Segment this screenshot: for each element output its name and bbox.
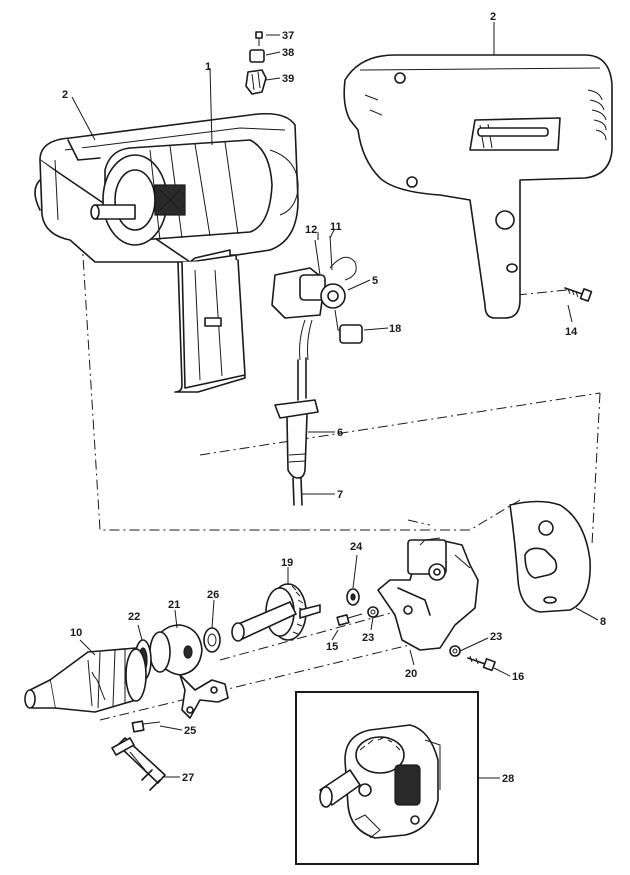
part-label: 38 [282,47,294,59]
part-label: 27 [182,772,194,784]
chuck-10 [24,647,147,713]
spindle-housing-21 [149,624,229,719]
part-label: 15 [326,641,338,653]
part-label: 10 [70,627,82,639]
part-labels: 37 38 39 2 1 2 12 11 5 18 14 6 7 19 24 8… [62,11,606,785]
screw-25 [131,720,161,733]
right-housing-assembly [343,54,613,319]
plate-8 [509,500,591,613]
part-label: 12 [305,224,317,236]
chuck-key-27 [111,737,166,791]
gear-case-20 [377,537,479,651]
assembly-guide-lines [81,239,601,721]
part-label: 2 [490,11,496,23]
part-label: 22 [128,611,140,623]
part-label: 21 [168,599,180,611]
part-label: 24 [350,541,363,553]
part-label: 23 [362,632,374,644]
part-label: 26 [207,589,219,601]
part-label: 8 [600,616,606,628]
part-label: 14 [565,326,578,338]
part-label: 23 [490,631,502,643]
part-label: 16 [512,671,524,683]
part-label: 20 [405,668,417,680]
brush-parts [245,31,267,95]
part-label: 39 [282,73,294,85]
washer-26 [203,627,221,653]
small-hardware [336,588,496,672]
part-label: 28 [502,773,514,785]
part-label: 25 [184,725,196,737]
part-label: 2 [62,89,68,101]
leader-lines [71,22,599,779]
gear-assembly-inset [295,691,479,865]
part-label: 11 [330,221,342,233]
part-label: 5 [372,275,378,287]
part-label: 37 [282,30,294,42]
power-cord [274,357,319,506]
part-label: 6 [337,427,343,439]
screw-14 [564,287,593,302]
part-label: 19 [281,557,293,569]
part-label: 1 [205,61,211,73]
gear-19 [231,583,321,642]
part-label: 7 [337,489,343,501]
part-label: 18 [389,323,401,335]
left-housing-assembly [34,112,299,393]
switch-assembly [271,235,363,361]
